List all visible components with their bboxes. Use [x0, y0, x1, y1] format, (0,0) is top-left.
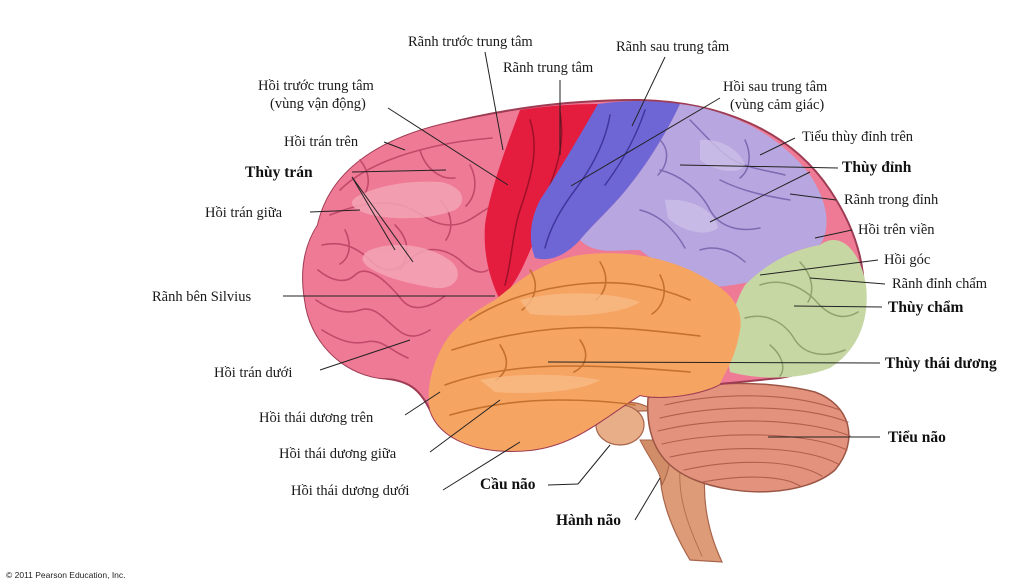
label-hoi-truoc-trung-tam: Hồi trước trung tâm	[258, 78, 375, 94]
label-hoi-thai-duong-giua: Hồi thái dương giữa	[279, 446, 397, 462]
label-hoi-tran-tren: Hồi trán trên	[284, 134, 359, 150]
label-hoi-thai-duong-tren: Hồi thái dương trên	[259, 410, 374, 426]
label-ranh-dinh-cham: Rãnh đỉnh chẩm	[892, 276, 988, 292]
label-tieu-nao: Tiểu não	[888, 429, 946, 446]
label-hoi-sau-trung-tam-sub: (vùng cảm giác)	[730, 97, 824, 113]
label-ranh-sau-trung-tam: Rãnh sau trung tâm	[616, 39, 730, 55]
label-thuy-cham: Thùy chẩm	[888, 299, 963, 316]
label-hanh-nao: Hành não	[556, 512, 621, 529]
label-hoi-tran-giua: Hồi trán giữa	[205, 205, 283, 221]
label-tieu-thuy-dinh-tren: Tiểu thùy đỉnh trên	[802, 129, 914, 145]
label-ranh-truoc-trung-tam: Rãnh trước trung tâm	[408, 34, 533, 50]
label-thuy-thai-duong: Thùy thái dương	[885, 355, 997, 372]
label-hoi-tran-duoi: Hồi trán dưới	[214, 365, 292, 381]
label-hoi-tren-vien: Hồi trên viền	[858, 222, 935, 238]
label-hoi-sau-trung-tam: Hồi sau trung tâm	[723, 79, 828, 95]
label-hoi-truoc-trung-tam-sub: (vùng vận động)	[270, 96, 366, 112]
label-ranh-trong-dinh: Rãnh trong đỉnh	[844, 192, 939, 208]
label-cau-nao: Cầu não	[480, 476, 536, 493]
label-ranh-trung-tam: Rãnh trung tâm	[503, 60, 594, 76]
copyright-text: © 2011 Pearson Education, Inc.	[6, 570, 126, 580]
label-ranh-ben-silvius: Rãnh bên Silvius	[152, 289, 251, 305]
label-hoi-thai-duong-duoi: Hồi thái dương dưới	[291, 483, 409, 499]
label-thuy-tran: Thùy trán	[245, 164, 313, 181]
label-thuy-dinh: Thùy đỉnh	[842, 159, 912, 176]
label-hoi-goc: Hồi góc	[884, 252, 930, 268]
